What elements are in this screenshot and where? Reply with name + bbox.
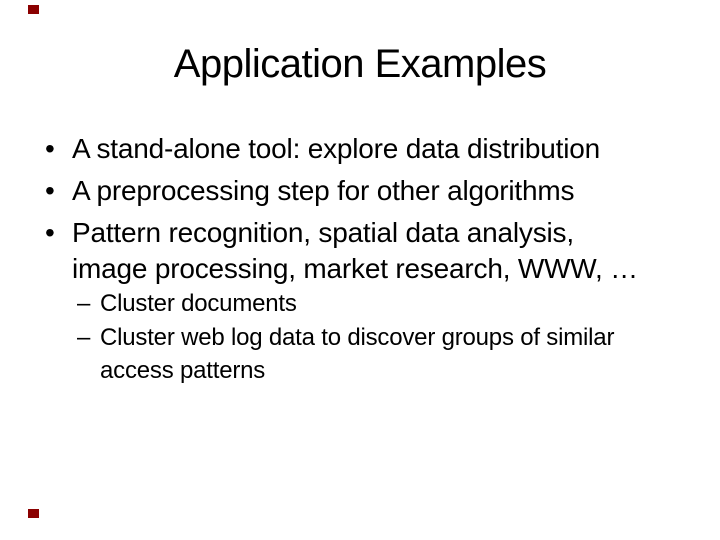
sub-bullet-item: – Cluster documents <box>77 287 642 320</box>
bullet-icon: • <box>45 133 55 164</box>
slide-title: Application Examples <box>173 42 547 86</box>
slide-body: • A stand-alone tool: explore data distr… <box>42 131 642 388</box>
bullet-item: • A stand-alone tool: explore data distr… <box>42 131 642 167</box>
bullet-text: A stand-alone tool: explore data distrib… <box>72 133 601 164</box>
bullet-icon: • <box>45 175 55 206</box>
bullet-item: • Pattern recognition, spatial data anal… <box>42 215 642 287</box>
bullet-icon: • <box>45 217 55 248</box>
dash-icon: – <box>77 324 91 351</box>
bullet-text: Pattern recognition, spatial data analys… <box>72 217 638 284</box>
sub-bullet-text: Cluster web log data to discover groups … <box>100 324 615 384</box>
sub-bullet-item: – Cluster web log data to discover group… <box>77 321 642 387</box>
corner-mark-top <box>28 5 39 14</box>
bullet-text: A preprocessing step for other algorithm… <box>72 175 575 206</box>
sub-bullet-text: Cluster documents <box>100 290 297 317</box>
dash-icon: – <box>77 290 91 317</box>
corner-mark-bottom <box>28 509 39 518</box>
bullet-item: • A preprocessing step for other algorit… <box>42 173 642 209</box>
